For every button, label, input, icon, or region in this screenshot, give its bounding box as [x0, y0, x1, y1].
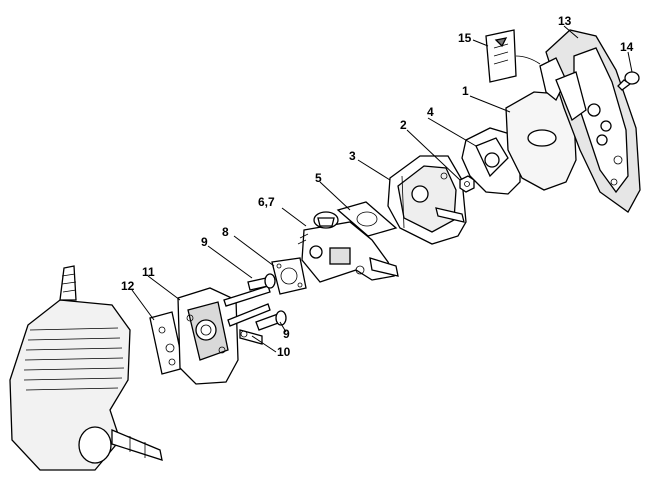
carburetor-6-7 — [297, 211, 399, 283]
callout-5: 5 — [315, 171, 322, 185]
screw-9-upper — [247, 273, 276, 291]
clip-10 — [239, 329, 263, 345]
callout-labels: 1 2 3 4 5 6,7 8 9 9 10 11 12 13 14 15 — [121, 14, 634, 359]
callout-6-7: 6,7 — [258, 195, 275, 209]
filter-plate-4 — [461, 127, 521, 195]
callout-1: 1 — [462, 84, 469, 98]
warning-label-15 — [485, 29, 541, 83]
leader-lines — [131, 25, 633, 353]
callout-13: 13 — [558, 14, 572, 28]
intake-flange-11 — [177, 287, 239, 385]
screw-9-lower — [255, 310, 287, 331]
screw-14 — [617, 71, 640, 91]
callout-2: 2 — [400, 118, 407, 132]
callout-12: 12 — [121, 279, 135, 293]
filter-cover-13 — [539, 29, 641, 213]
callout-9-lower: 9 — [283, 327, 290, 341]
nut-2 — [459, 175, 475, 193]
gasket-5 — [336, 201, 398, 237]
callout-15: 15 — [458, 31, 472, 45]
callout-11: 11 — [142, 265, 155, 279]
long-screws — [223, 285, 271, 327]
gasket-8 — [271, 257, 307, 295]
engine-cylinder — [9, 265, 163, 471]
callout-10: 10 — [277, 345, 291, 359]
callout-3: 3 — [349, 149, 356, 163]
callout-14: 14 — [620, 40, 634, 54]
filter-base-3 — [387, 155, 467, 245]
callout-4: 4 — [427, 105, 434, 119]
callout-9-upper: 9 — [201, 235, 208, 249]
callout-8: 8 — [222, 225, 229, 239]
